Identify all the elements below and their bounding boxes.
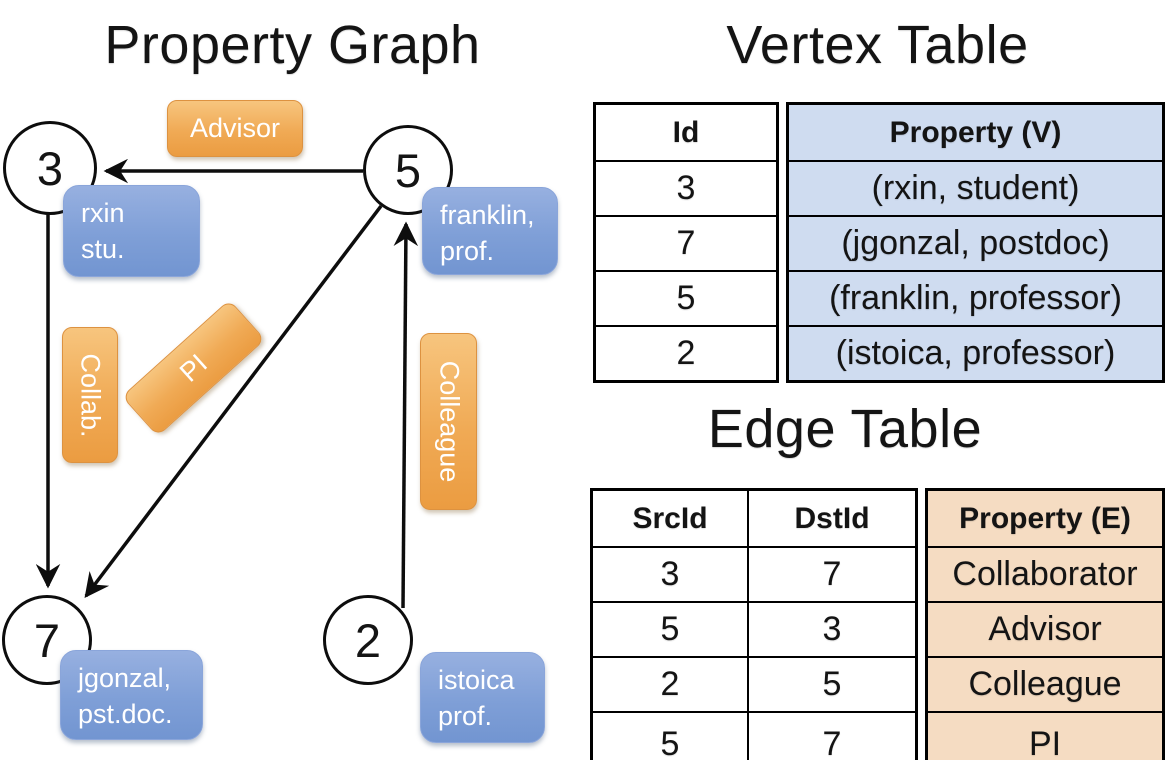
vertex-table-id-column: Id 3 7 5 2 — [593, 102, 779, 383]
edge-property-cell: Collaborator — [928, 546, 1162, 601]
src-id-cell: 5 — [593, 601, 748, 656]
edge-label-advisor: Advisor — [167, 100, 303, 157]
column-header-dstid: DstId — [794, 501, 870, 535]
edge-property-cell: Advisor — [928, 601, 1162, 656]
edge-table: SrcId DstId 3 7 5 3 2 5 5 7 Property (E)… — [590, 488, 1165, 760]
edge-label-text: PI — [173, 347, 213, 388]
vertex-id-cell: 7 — [596, 215, 776, 270]
edge-label-colleague: Colleague — [420, 333, 477, 510]
vertex-table-property-column: Property (V) (rxin, student) (jgonzal, p… — [786, 102, 1165, 383]
edge-label-text: Colleague — [434, 360, 464, 483]
edge-label-text: Advisor — [189, 113, 281, 143]
dst-id-cell: 3 — [749, 601, 915, 656]
vertex-property-box-franklin: franklin, prof. — [422, 187, 558, 275]
property-line: rxin — [81, 198, 125, 228]
vertex-table: Id 3 7 5 2 Property (V) (rxin, student) … — [593, 102, 1165, 383]
edge-property-cell: Colleague — [928, 656, 1162, 711]
table-row: SrcId DstId — [593, 491, 915, 546]
table-row: 2 5 — [593, 656, 915, 711]
edge-property-cell: PI — [928, 711, 1162, 760]
property-graph-title: Property Graph — [104, 15, 481, 75]
column-header-property-v: Property (V) — [789, 105, 1162, 160]
property-line: istoica — [438, 665, 515, 695]
edge-label-text: Collab. — [75, 352, 106, 438]
edge-table-id-columns: SrcId DstId 3 7 5 3 2 5 5 7 — [590, 488, 918, 760]
vertex-property-box-rxin: rxin stu. — [63, 185, 200, 277]
column-header-property-e: Property (E) — [928, 491, 1162, 546]
property-line: franklin, — [440, 200, 535, 230]
edge-line-colleague-2-to-5 — [393, 221, 419, 609]
node-id-label: 7 — [33, 613, 61, 667]
vertex-property-cell: (franklin, professor) — [789, 270, 1162, 325]
property-line: jgonzal, — [78, 663, 172, 693]
edge-table-property-column: Property (E) Collaborator Advisor Collea… — [925, 488, 1165, 760]
vertex-property-cell: (rxin, student) — [789, 160, 1162, 215]
property-line: prof. — [438, 701, 493, 731]
edge-table-title: Edge Table — [707, 399, 983, 459]
vertex-id-cell: 3 — [596, 160, 776, 215]
node-id-label: 5 — [394, 143, 422, 197]
edge-label-collab: Collab. — [62, 327, 118, 463]
vertex-property-box-jgonzal: jgonzal, pst.doc. — [60, 650, 203, 740]
property-line: prof. — [440, 236, 495, 266]
graph-node-2: 2 — [323, 595, 413, 685]
property-line: pst.doc. — [78, 699, 173, 729]
column-header-srcid: SrcId — [632, 501, 708, 535]
vertex-id-cell: 5 — [596, 270, 776, 325]
vertex-table-title: Vertex Table — [726, 15, 1029, 75]
src-id-cell: 5 — [593, 711, 748, 760]
src-id-cell: 2 — [593, 656, 748, 711]
node-id-label: 2 — [354, 613, 382, 667]
dst-id-cell: 5 — [749, 656, 915, 711]
src-id-cell: 3 — [593, 546, 748, 601]
graph-node-5: 5 — [363, 125, 453, 215]
dst-id-cell: 7 — [749, 546, 915, 601]
table-row: 5 3 — [593, 601, 915, 656]
graph-edges-layer — [35, 158, 419, 609]
edge-line-pi-5-to-7 — [84, 204, 383, 598]
vertex-property-cell: (istoica, professor) — [789, 325, 1162, 380]
property-line: stu. — [81, 234, 125, 264]
table-row: 5 7 — [593, 711, 915, 760]
dst-id-cell: 7 — [749, 711, 915, 760]
vertex-property-cell: (jgonzal, postdoc) — [789, 215, 1162, 270]
table-row: 3 7 — [593, 546, 915, 601]
vertex-id-cell: 2 — [596, 325, 776, 380]
node-id-label: 3 — [36, 141, 64, 195]
column-header-id: Id — [672, 115, 700, 149]
vertex-property-box-istoica: istoica prof. — [420, 652, 545, 743]
